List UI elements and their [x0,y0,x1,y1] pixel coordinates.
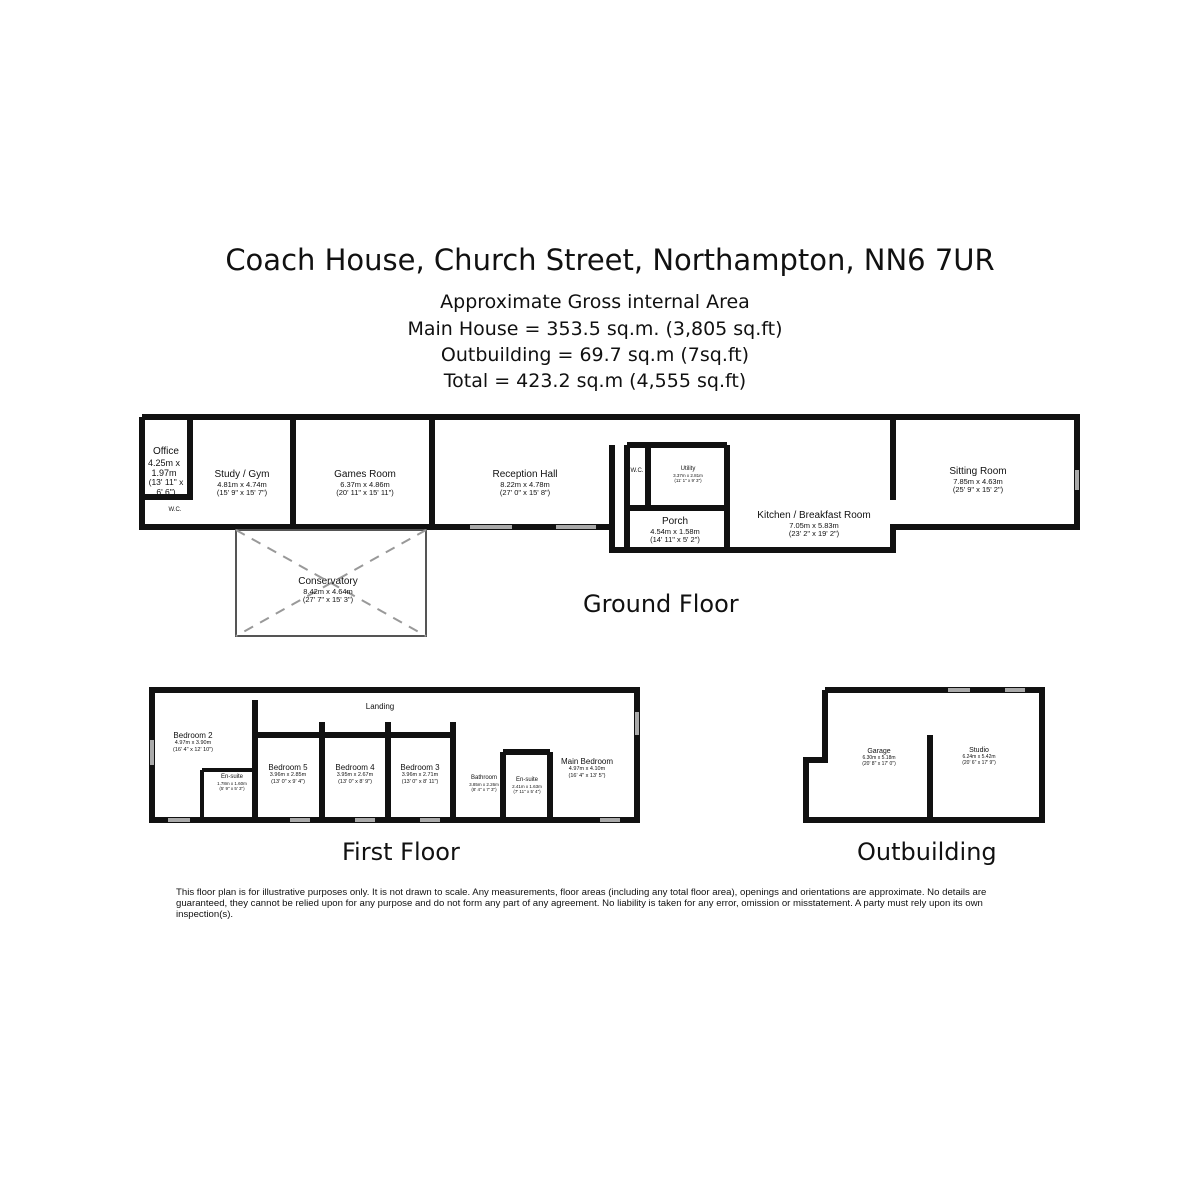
outbuilding-label: Outbuilding [857,838,997,866]
area-total: Total = 423.2 sq.m (4,555 sq.ft) [443,370,747,392]
room-wc-ground: W.C. [630,468,644,474]
area-main-house: Main House = 353.5 sq.m. (3,805 sq.ft) [407,318,783,340]
first-floor-walls [149,687,640,823]
room-landing: Landing [365,702,395,711]
walls [139,414,1080,553]
outbuilding-walls [803,687,1045,823]
windows [150,470,1079,822]
area-heading: Approximate Gross internal Area [440,291,750,313]
area-outbuilding: Outbuilding = 69.7 sq.m (7sq.ft) [440,344,750,366]
room-wc-office: W.C. [168,507,182,513]
first-floor-label: First Floor [342,838,460,866]
property-title: Coach House, Church Street, Northampton,… [225,243,995,277]
ground-floor-label: Ground Floor [583,590,739,618]
conservatory-frame [235,529,427,637]
disclaimer: This floor plan is for illustrative purp… [176,887,987,920]
